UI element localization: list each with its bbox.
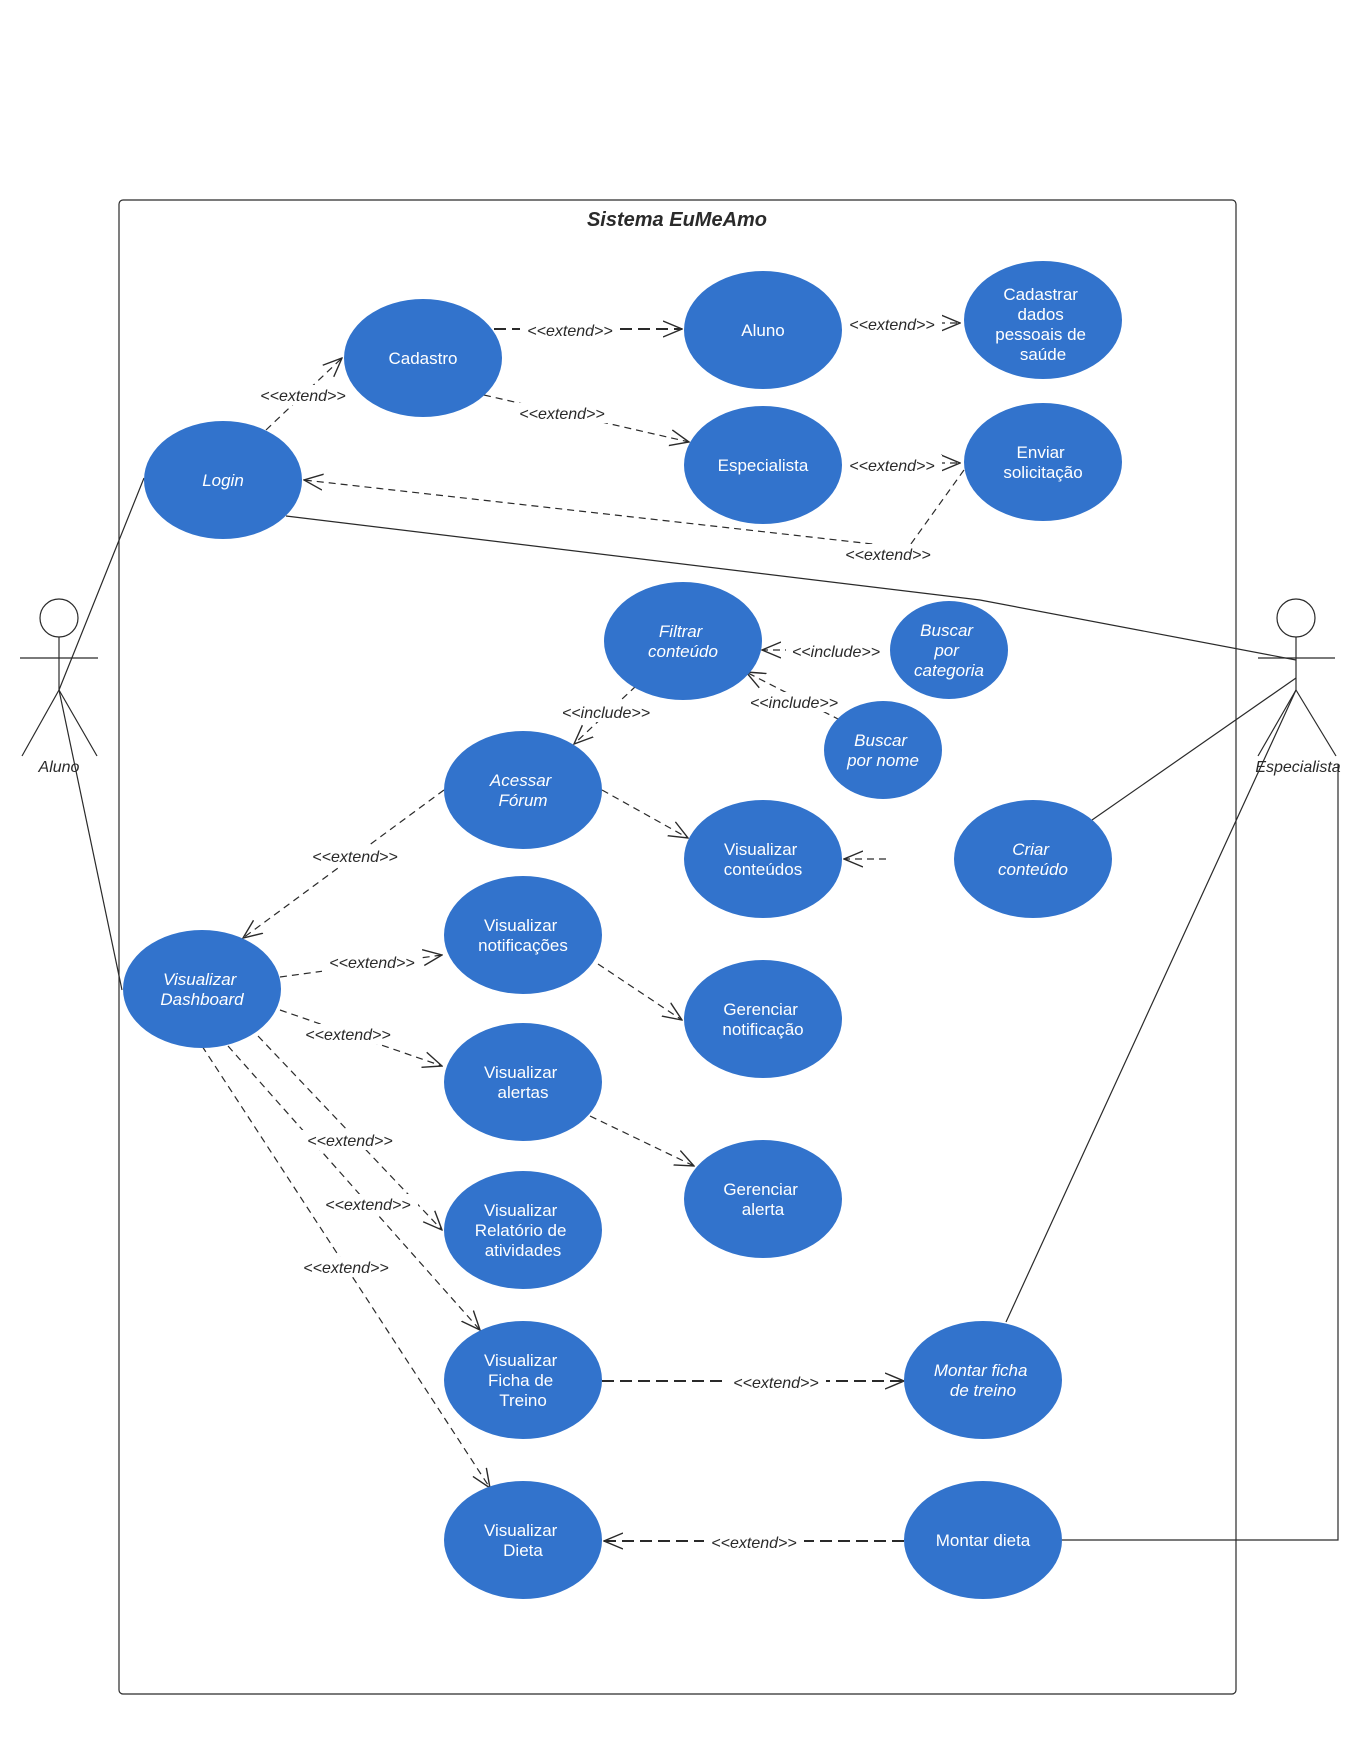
use-case-especialista-label: Especialista [718,456,809,475]
svg-text:Montar dieta: Montar dieta [936,1531,1031,1550]
svg-text:Gerenciar alerta: Gerenciar alerta [723,1180,802,1219]
actor-aluno-label: Aluno [38,759,80,776]
svg-text:Montar ficha de treino: Montar ficha de treino [934,1361,1032,1400]
label-forum-dashboard: <<extend>> [312,849,397,866]
use-case-login-label: Login [202,471,244,490]
use-case-cadastro[interactable]: Cadastro [344,299,502,417]
svg-text:Enviar solicitação: Enviar solicitação [1003,443,1082,482]
label-especialista-enviar: <<extend>> [849,458,934,475]
svg-text:Visualizar conteúdos: Visualizar conteúdos [724,840,802,879]
label-aluno-cadastrar: <<extend>> [849,317,934,334]
use-case-filtrar-conteudo[interactable]: Filtrar conteúdo [604,582,762,700]
use-case-criar-conteudo[interactable]: Criar conteúdo [954,800,1112,918]
use-case-cadastro-label: Cadastro [389,349,458,368]
use-case-gerenciar-notificacao[interactable]: Gerenciar notificação [684,960,842,1078]
system-title: Sistema EuMeAmo [587,209,767,231]
use-case-cadastrar-dados[interactable]: Cadastrar dados pessoais de saúde [964,261,1122,379]
use-case-visualizar-conteudos[interactable]: Visualizar conteúdos [684,800,842,918]
label-dashboard-notificacoes: <<extend>> [329,955,414,972]
label-enviar-login: <<extend>> [845,547,930,564]
label-dashboard-alertas: <<extend>> [305,1027,390,1044]
svg-text:Visualizar alertas: Visualizar alertas [484,1063,562,1102]
actor-especialista[interactable]: Especialista [1255,598,1341,776]
svg-text:Buscar por categor: Buscar por categoria [914,621,984,680]
use-case-montar-ficha[interactable]: Montar ficha de treino [904,1321,1062,1439]
svg-text:Buscar por nome: Buscar por nome [846,731,919,770]
svg-text:Visualizar Dashboard: Visualizar Dashboard [160,970,244,1009]
use-case-aluno[interactable]: Aluno [684,271,842,389]
label-cadastro-aluno: <<extend>> [527,323,612,340]
label-dashboard-relatorio: <<extend>> [307,1133,392,1150]
actor-aluno[interactable]: Aluno [20,598,98,776]
svg-text:Visualizar Dieta: Visualizar Dieta [484,1521,562,1560]
label-dieta-montar: <<extend>> [711,1535,796,1552]
label-dashboard-dieta: <<extend>> [303,1260,388,1277]
use-case-montar-dieta[interactable]: Montar dieta [904,1481,1062,1599]
use-case-buscar-categoria[interactable]: Buscar por categoria [890,601,1008,699]
svg-text:Visualizar Relatório de: Visualizar Relatório de atividades [475,1201,571,1260]
actor-especialista-label: Especialista [1255,759,1340,776]
svg-text:Acessar Fórum: Acessar Fórum [489,771,556,810]
svg-text:Criar conteúdo: Criar conteúdo [998,840,1068,879]
use-case-montar-dieta-label: Montar dieta [936,1531,1031,1550]
use-case-login[interactable]: Login [144,421,302,539]
relation-labels: <<extend>> <<extend>> <<extend>> <<exten… [252,314,942,1552]
use-case-visualizar-notificacoes[interactable]: Visualizar notificações [444,876,602,994]
use-case-visualizar-ficha[interactable]: Visualizar Ficha de Treino [444,1321,602,1439]
label-dashboard-ficha: <<extend>> [325,1197,410,1214]
use-case-especialista[interactable]: Especialista [684,406,842,524]
use-case-acessar-forum[interactable]: Acessar Fórum [444,731,602,849]
svg-text:Aluno: Aluno [741,321,784,340]
label-categoria-filtrar: <<include>> [792,644,880,661]
use-case-visualizar-relatorio[interactable]: Visualizar Relatório de atividades [444,1171,602,1289]
label-cadastro-especialista: <<extend>> [519,406,604,423]
use-case-enviar-solicitacao[interactable]: Enviar solicitação [964,403,1122,521]
use-case-visualizar-dashboard[interactable]: Visualizar Dashboard [123,930,281,1048]
label-login-cadastro: <<extend>> [260,388,345,405]
svg-text:Cadastro: Cadastro [389,349,458,368]
use-case-visualizar-dieta[interactable]: Visualizar Dieta [444,1481,602,1599]
use-case-aluno-label: Aluno [741,321,784,340]
use-case-buscar-nome[interactable]: Buscar por nome [824,701,942,799]
label-ficha-montar: <<extend>> [733,1375,818,1392]
svg-text:Cadastrar dados pe: Cadastrar dados pessoais de saúde [995,285,1090,364]
svg-text:Visualizar Ficha de: Visualizar Ficha de Treino [484,1351,562,1410]
label-filtrar-forum: <<include>> [562,705,650,722]
label-nome-filtrar: <<include>> [750,695,838,712]
svg-text:Login: Login [202,471,244,490]
associations [58,477,1339,1541]
system-boundary [118,199,1237,1695]
svg-text:Gerenciar notificação: Gerenciar notificação [722,1000,803,1039]
svg-text:Visualizar notificações: Visualizar notificações [478,916,568,955]
svg-text:Especialista: Especialista [718,456,809,475]
use-case-gerenciar-alerta[interactable]: Gerenciar alerta [684,1140,842,1258]
use-case-visualizar-alertas[interactable]: Visualizar alertas [444,1023,602,1141]
svg-text:Filtrar conteúdo: Filtrar conteúdo [648,622,718,661]
